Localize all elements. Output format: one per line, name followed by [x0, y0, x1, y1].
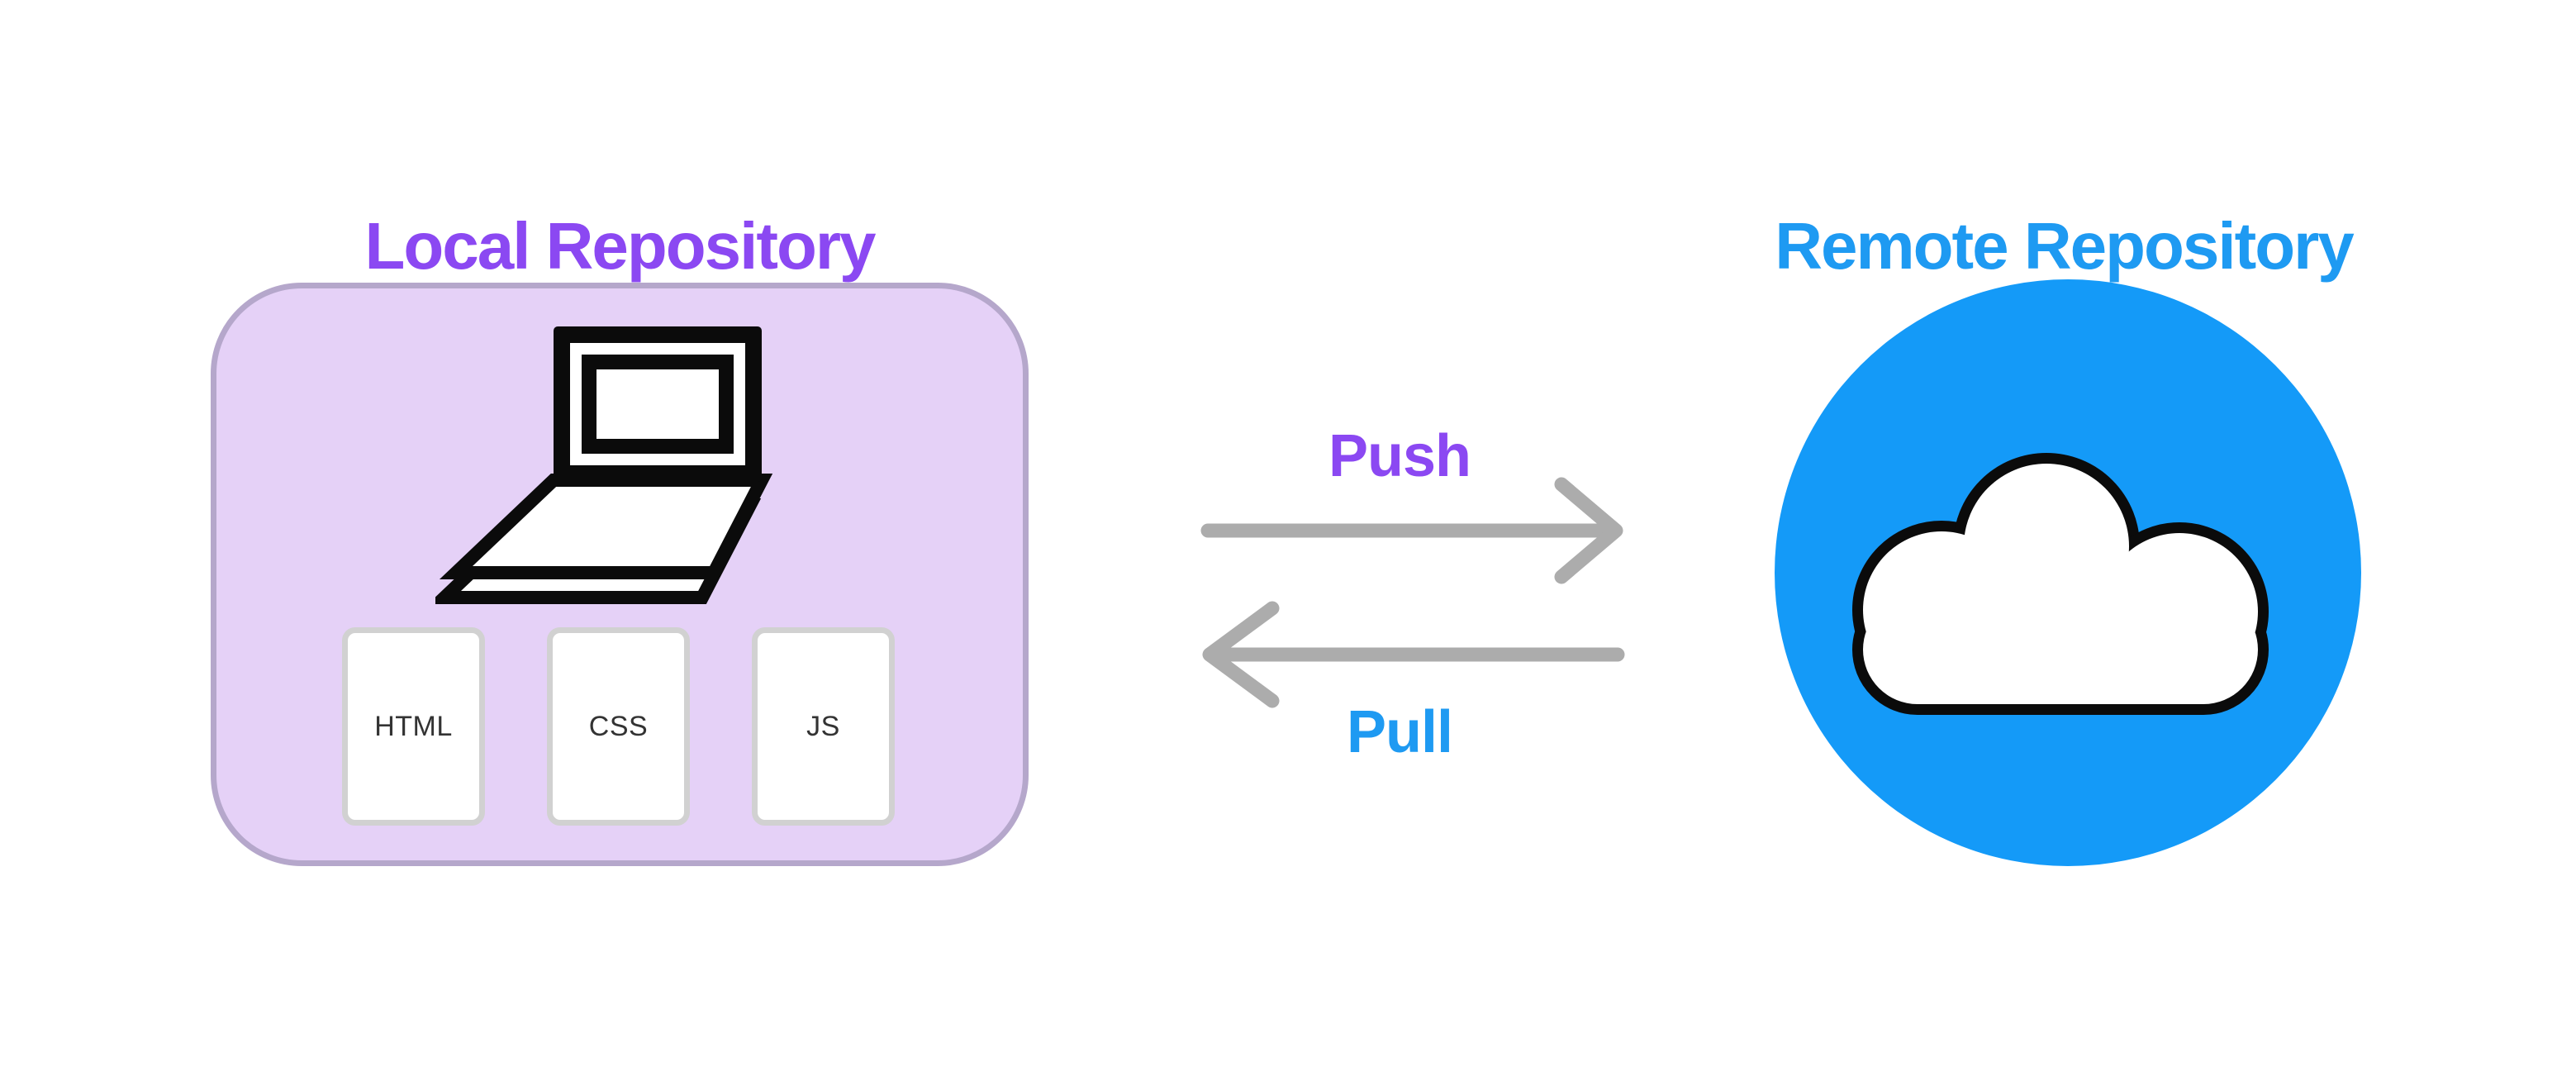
file-card-js: JS: [752, 627, 895, 826]
file-cards-row: HTML CSS JS: [342, 627, 895, 826]
pull-arrow-icon: [1202, 601, 1625, 708]
remote-repo-circle: [1775, 279, 2361, 866]
file-card-label: CSS: [588, 710, 649, 742]
push-arrow-icon: [1200, 477, 1623, 584]
laptop-icon: [435, 326, 773, 604]
remote-repo-title: Remote Repository: [1775, 209, 2354, 283]
local-repo-box: HTML CSS JS: [211, 283, 1029, 866]
pull-label: Pull: [1346, 699, 1453, 765]
file-card-html: HTML: [342, 627, 485, 826]
file-card-label: HTML: [374, 710, 453, 742]
push-label: Push: [1328, 423, 1471, 489]
file-card-label: JS: [806, 710, 840, 742]
local-repo-title: Local Repository: [364, 209, 876, 283]
cloud-icon: [1852, 453, 2269, 715]
file-card-css: CSS: [547, 627, 690, 826]
